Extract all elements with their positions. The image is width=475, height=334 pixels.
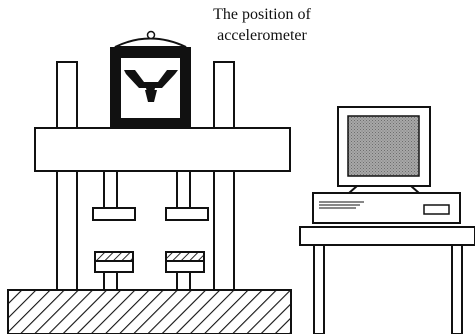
table-top bbox=[299, 226, 475, 246]
left-upper-plate bbox=[92, 207, 136, 221]
left-lower-shaft bbox=[103, 271, 118, 291]
annotation-line-2: accelerometer bbox=[217, 27, 307, 44]
lower-left-leg bbox=[56, 169, 78, 291]
annotation-line-1: The position of bbox=[213, 6, 311, 23]
lower-right-leg bbox=[213, 169, 235, 291]
left-specimen-hatch bbox=[94, 251, 134, 262]
foundation-base bbox=[7, 289, 292, 334]
right-specimen-hatch bbox=[165, 251, 205, 262]
crossbeam bbox=[34, 127, 291, 172]
accelerometer-position-label: The position of accelerometer bbox=[172, 4, 352, 46]
table-right-leg bbox=[451, 244, 463, 334]
desktop-computer-icon bbox=[312, 106, 461, 224]
right-lower-shaft bbox=[176, 271, 191, 291]
right-upper-shaft bbox=[176, 170, 191, 209]
table-left-leg bbox=[313, 244, 325, 334]
left-upper-shaft bbox=[103, 170, 118, 209]
right-upper-plate bbox=[165, 207, 209, 221]
accelerometer-icon bbox=[110, 30, 191, 129]
